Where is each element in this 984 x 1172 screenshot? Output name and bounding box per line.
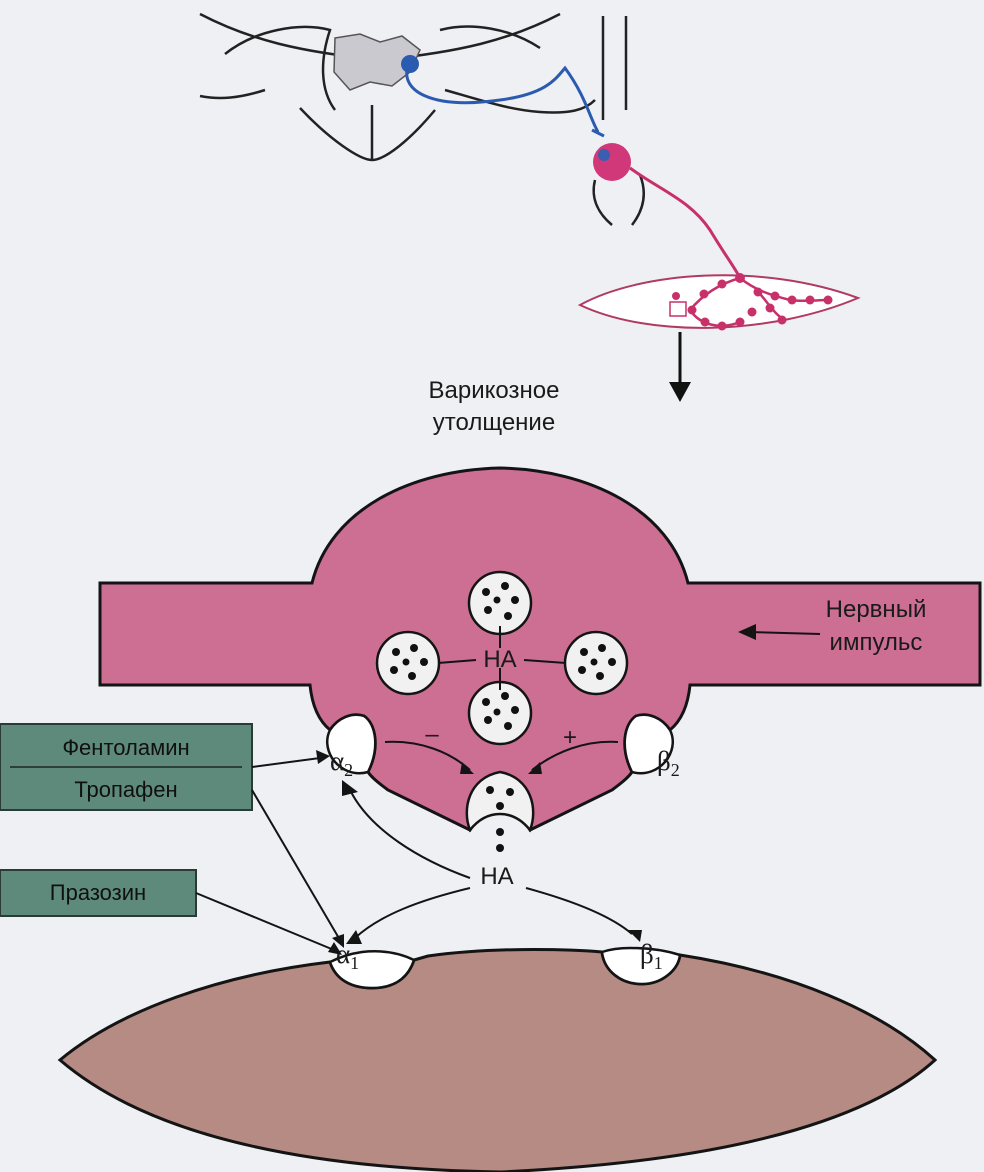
- released-na-dots: [496, 828, 504, 852]
- varicosity-label-line2: утолщение: [433, 409, 555, 436]
- arrowhead-plus: [528, 762, 542, 774]
- arrowhead-to-alpha2: [342, 780, 358, 796]
- nerve-impulse-line1: Нервный: [826, 596, 927, 623]
- arrowhead-to-beta1: [628, 930, 642, 942]
- preganglionic-neuron: [401, 55, 605, 138]
- beta2-receptor-site: [623, 713, 674, 775]
- na-target-arrows: [349, 789, 633, 939]
- nerve-impulse-arrowhead: [738, 624, 756, 640]
- phentolamine-label: Фентоламин: [62, 735, 189, 760]
- vesicle-top: [467, 570, 533, 636]
- vesicle-right: [563, 630, 629, 696]
- zoom-arrow: [669, 332, 691, 402]
- spinal-cord: [199, 12, 596, 162]
- na-vesicle-lines: [437, 626, 567, 690]
- postganglionic-neuron: [593, 143, 742, 279]
- na-label-inside: НА: [483, 646, 516, 673]
- drug-box-prazosin: Празозин: [0, 869, 197, 917]
- minus-sign: –: [425, 721, 439, 748]
- plus-sign: +: [563, 724, 577, 751]
- varicose-beads: [672, 273, 833, 331]
- drug-arrows: [195, 757, 341, 951]
- varicosity-label-line1: Варикозное: [429, 377, 560, 404]
- sympathetic-chain: [592, 16, 645, 226]
- vesicle-bottom: [467, 680, 533, 746]
- effector-cell: [57, 948, 938, 1172]
- vesicle-left: [375, 630, 441, 696]
- exocytosis-vesicle: [465, 770, 535, 833]
- tropafen-label: Тропафен: [74, 777, 177, 802]
- alpha2-receptor-site: [326, 713, 377, 775]
- drug-box-phentolamine-tropafen: Фентоламин Тропафен: [0, 723, 253, 811]
- alpha1-label: α1: [336, 939, 359, 973]
- drug-arrowhead-alpha1-b: [328, 942, 342, 955]
- arrowhead-to-alpha1: [346, 930, 362, 944]
- drug-arrowhead-alpha1-a: [332, 934, 344, 948]
- beta1-label: β1: [640, 939, 663, 973]
- alpha1-receptor-site: [328, 950, 416, 990]
- alpha2-label: α2: [330, 746, 353, 780]
- prazosin-label: Празозин: [50, 880, 146, 905]
- beta2-label: β2: [657, 746, 680, 780]
- drug-arrowhead-alpha2: [316, 750, 330, 764]
- smooth-muscle-cell-small: [577, 274, 861, 329]
- zoom-region-marker: [669, 301, 687, 317]
- vesicles: [375, 570, 629, 833]
- na-label-released: НА: [480, 863, 513, 890]
- beta1-receptor-site: [600, 946, 682, 986]
- arrowhead-minus: [460, 762, 474, 774]
- nerve-impulse-arrow: [747, 631, 821, 635]
- nerve-impulse-line2: импульс: [830, 629, 923, 656]
